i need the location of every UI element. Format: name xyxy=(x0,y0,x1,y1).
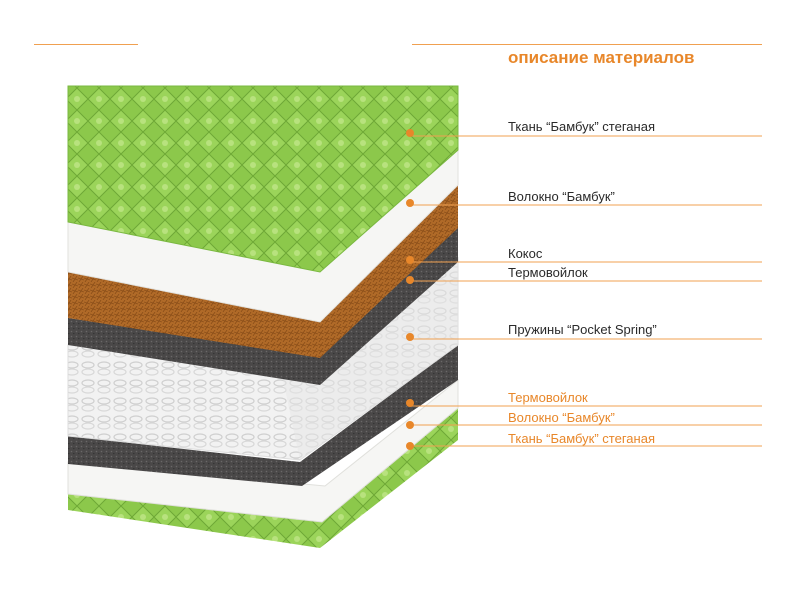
layer-bottom-fabric xyxy=(68,400,458,548)
label-upper-felt: Термовойлок xyxy=(508,265,588,280)
label-top-bamboo-fiber: Волокно “Бамбук” xyxy=(508,189,615,204)
leader-lines xyxy=(406,129,762,450)
layer-bottom-felt xyxy=(68,345,458,486)
leader-dot-springs xyxy=(406,333,414,341)
layer-upper-felt xyxy=(68,225,458,385)
label-pocket-springs: Пружины “Pocket Spring” xyxy=(508,322,657,337)
label-bottom-bamboo-fabric: Ткань “Бамбук” стеганая xyxy=(508,431,655,446)
layer-bottom-fiber xyxy=(67,378,459,523)
leader-dot-upper-felt xyxy=(406,276,414,284)
leader-dot-bottom-fabric xyxy=(406,442,414,450)
leader-dot-bottom-fiber xyxy=(406,421,414,429)
top-right-rule xyxy=(412,44,762,45)
page-title: описание материалов xyxy=(508,48,695,67)
layer-coconut xyxy=(68,185,458,358)
label-top-bamboo-fabric: Ткань “Бамбук” стеганая xyxy=(508,119,655,134)
layer-top-fabric xyxy=(67,85,459,273)
label-lower-felt: Термовойлок xyxy=(508,390,588,405)
label-bottom-bamboo-fiber: Волокно “Бамбук” xyxy=(508,410,615,425)
leader-dot-top-fabric xyxy=(406,129,414,137)
top-left-rule xyxy=(34,44,138,45)
leader-dot-coconut xyxy=(406,256,414,264)
leader-dot-lower-felt xyxy=(406,399,414,407)
leader-dot-top-fiber xyxy=(406,199,414,207)
label-coconut: Кокос xyxy=(508,246,543,261)
